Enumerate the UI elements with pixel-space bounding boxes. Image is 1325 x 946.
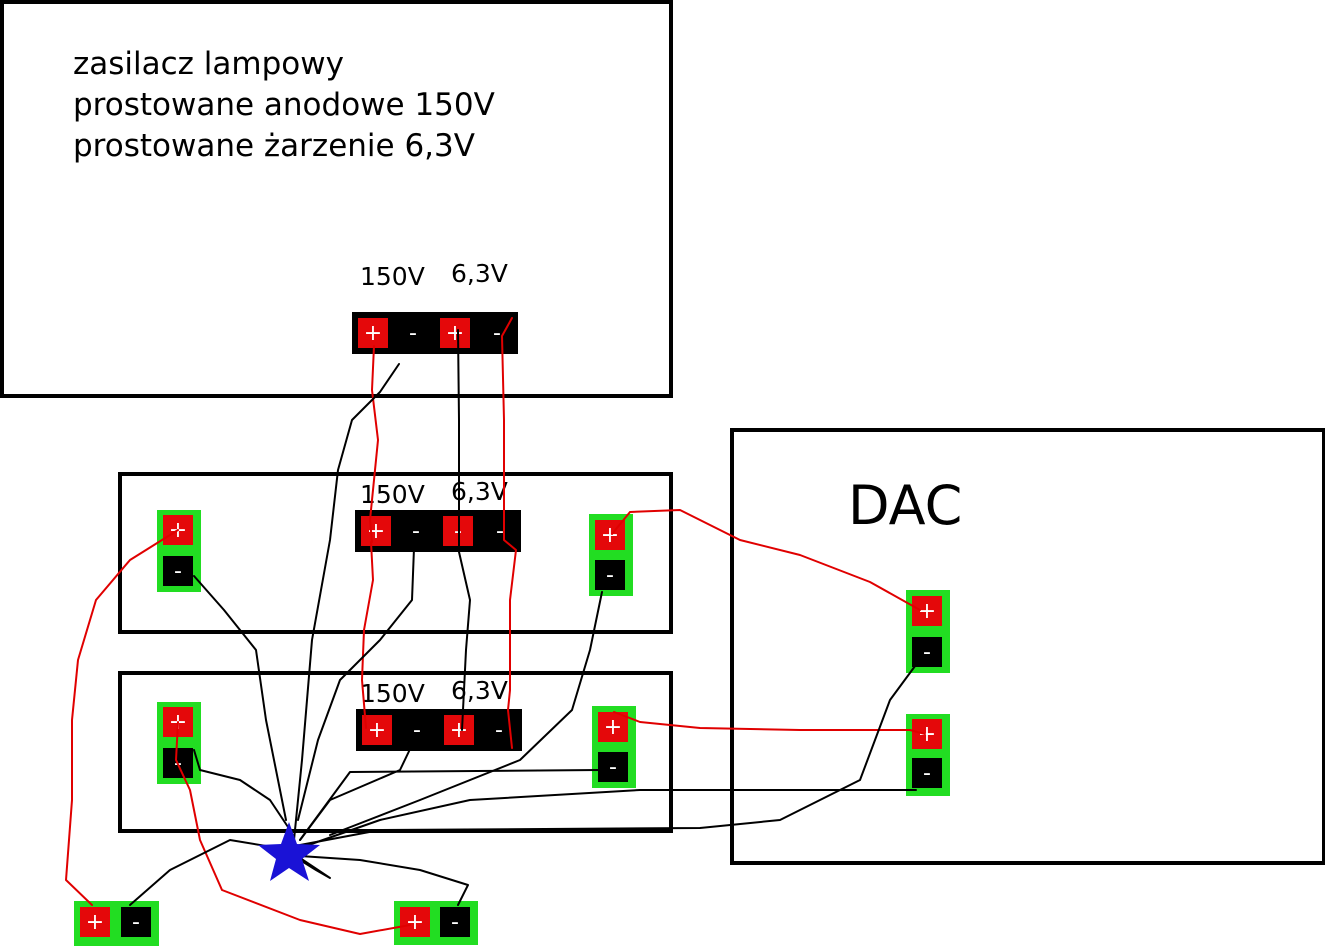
black-wire-board1-right-minus bbox=[329, 591, 603, 836]
black-wire-board1-left-minus bbox=[193, 575, 287, 821]
dac-lower-plus: + bbox=[912, 719, 942, 749]
red-wire-psu-6-3v-minus-to-boards bbox=[501, 317, 517, 749]
black-wire-ground-extra bbox=[299, 857, 331, 879]
board2-150v-plus-terminal: + bbox=[362, 715, 392, 745]
psu-150v-minus-terminal: - bbox=[398, 318, 428, 348]
board2-label-6-3v: 6,3V bbox=[451, 676, 508, 705]
red-wire-board1-right-to-dac bbox=[611, 509, 921, 611]
board2-right-minus: - bbox=[598, 752, 628, 782]
red-wire-psu-150v-to-board1 bbox=[369, 345, 379, 543]
board1-label-6-3v: 6,3V bbox=[451, 477, 508, 506]
board1-6-3v-plus-terminal: - bbox=[443, 516, 473, 546]
red-wire-board2-right-to-dac bbox=[613, 711, 926, 735]
black-wire-board2-right-minus bbox=[299, 769, 601, 841]
black-wire-bottom-right-minus bbox=[299, 855, 469, 906]
board2-150v-minus-terminal: - bbox=[402, 715, 432, 745]
psu-line-1: zasilacz lampowy bbox=[73, 46, 344, 82]
psu-line-2: prostowane anodowe 150V bbox=[73, 87, 495, 123]
dac-box bbox=[730, 428, 1325, 865]
bottom-right-plus: + bbox=[400, 907, 430, 937]
board1-150v-plus-terminal: + bbox=[361, 516, 391, 546]
black-wire-board1-150v-minus bbox=[297, 547, 415, 821]
board2-6-3v-plus-terminal: + bbox=[444, 715, 474, 745]
dac-lower-minus: - bbox=[912, 758, 942, 788]
red-wire-board1-150v-to-board2 bbox=[361, 541, 374, 729]
board2-right-plus: + bbox=[598, 712, 628, 742]
red-wire-board1-left-to-bottom-left bbox=[65, 529, 179, 906]
psu-6-3v-plus-terminal: + bbox=[440, 318, 470, 348]
board-2-box bbox=[118, 671, 673, 833]
black-wire-dac-upper-minus bbox=[299, 661, 919, 846]
dac-title: DAC bbox=[848, 474, 963, 537]
psu-label-150v: 150V bbox=[360, 262, 425, 291]
power-supply-description: zasilacz lampowy prostowane anodowe 150V… bbox=[73, 44, 495, 167]
board1-6-3v-minus-terminal: - bbox=[485, 516, 515, 546]
board1-left-minus: - bbox=[163, 556, 193, 586]
board1-150v-minus-terminal: - bbox=[401, 516, 431, 546]
board1-right-minus: - bbox=[595, 560, 625, 590]
psu-label-6-3v: 6,3V bbox=[451, 259, 508, 288]
bottom-right-minus: - bbox=[440, 907, 470, 937]
red-wire-board2-left-to-bottom-right bbox=[175, 721, 411, 935]
psu-150v-plus-terminal: + bbox=[358, 318, 388, 348]
power-supply-box bbox=[0, 0, 673, 398]
black-wire-psu-6-3v-plus bbox=[457, 329, 471, 731]
black-wire-board2-left-minus bbox=[193, 749, 291, 831]
psu-6-3v-minus-terminal: - bbox=[482, 318, 512, 348]
black-wire-dac-lower-minus bbox=[299, 789, 917, 849]
psu-line-3: prostowane żarzenie 6,3V bbox=[73, 128, 475, 164]
black-wire-psu-150v-minus bbox=[293, 363, 400, 841]
board2-label-150v: 150V bbox=[360, 679, 425, 708]
star-ground-icon bbox=[258, 822, 320, 881]
bottom-left-plus: + bbox=[80, 907, 110, 937]
bottom-left-minus: - bbox=[121, 907, 151, 937]
board-1-box bbox=[118, 472, 673, 634]
dac-upper-plus: + bbox=[912, 596, 942, 626]
